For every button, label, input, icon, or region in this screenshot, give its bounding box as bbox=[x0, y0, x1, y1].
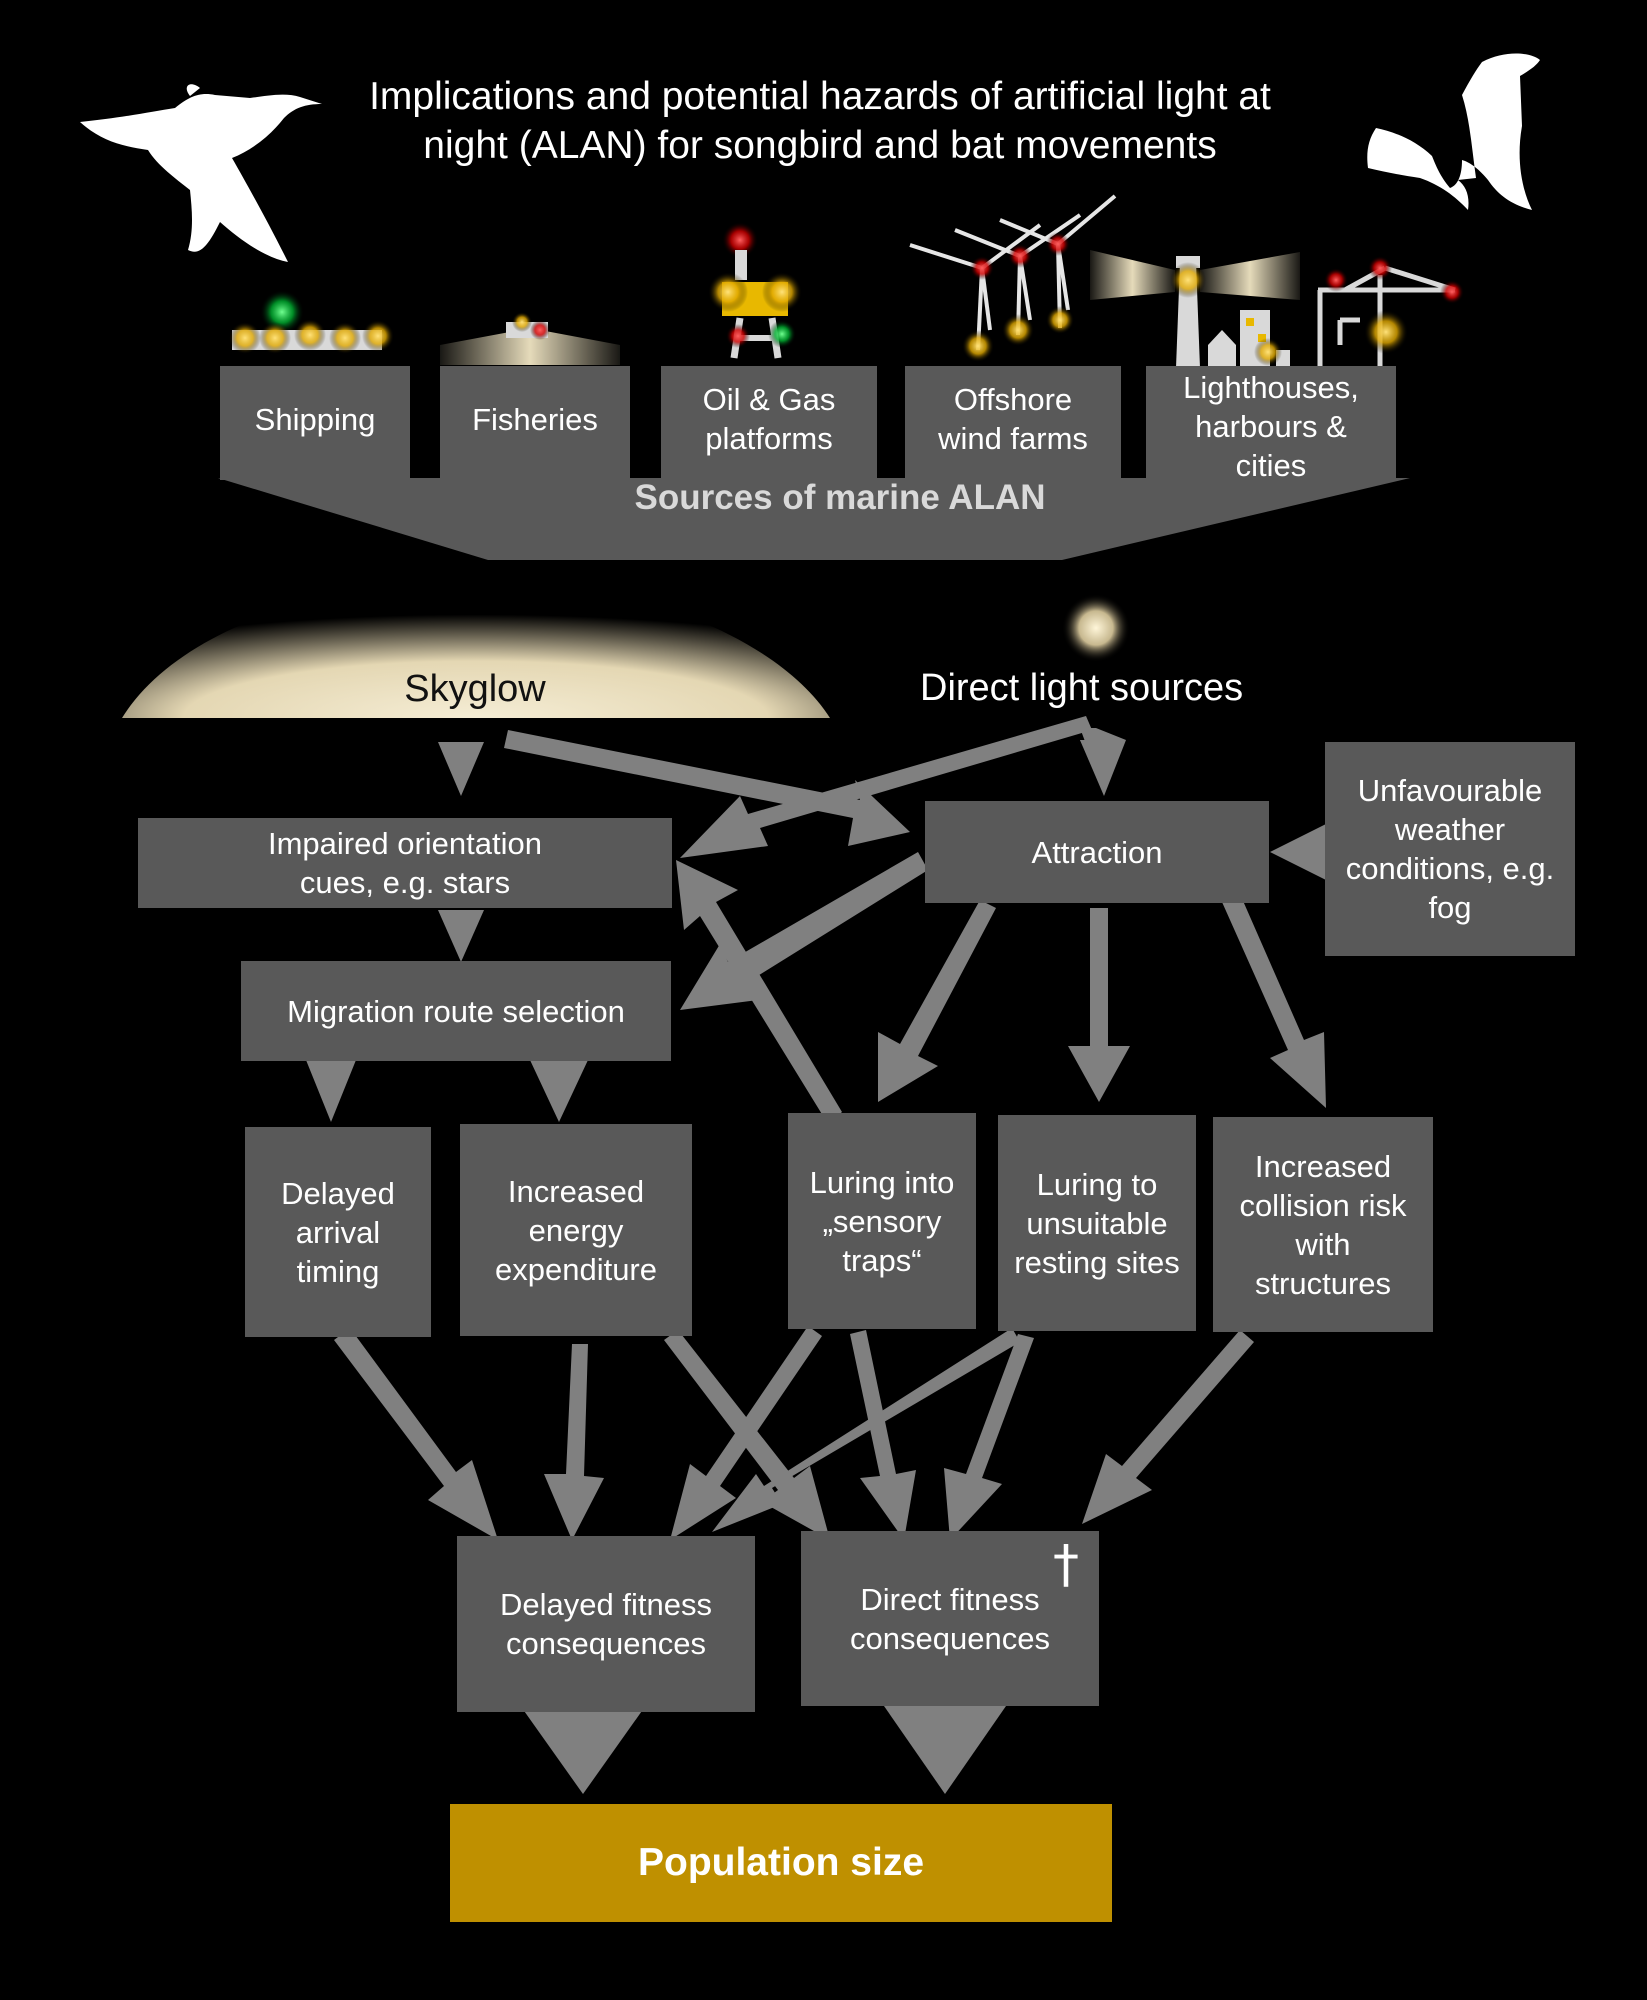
title-line-2: night (ALAN) for songbird and bat moveme… bbox=[423, 124, 1217, 167]
sensory-traps-box: Luring into „sensory traps“ bbox=[788, 1113, 976, 1329]
source-fisheries: Fisheries bbox=[440, 366, 630, 480]
fishing-boat-icon bbox=[440, 312, 620, 365]
arrow-arrival-fitness bbox=[334, 1328, 498, 1540]
source-oil-gas: Oil & Gas platforms bbox=[661, 366, 877, 480]
source-wind-farms: Offshore wind farms bbox=[905, 366, 1121, 480]
direct-light-glow bbox=[1062, 594, 1130, 662]
title-line-1: Implications and potential hazards of ar… bbox=[369, 75, 1271, 118]
delayed-fitness-box: Delayed fitness consequences bbox=[457, 1536, 755, 1712]
source-lighthouses: Lighthouses, harbours & cities bbox=[1146, 366, 1396, 478]
source-shipping: Shipping bbox=[220, 366, 410, 480]
impaired-orientation-box: Impaired orientation cues, e.g. stars bbox=[138, 818, 672, 908]
direct-light-label: Direct light sources bbox=[920, 667, 1244, 709]
arrow-skyglow-attraction bbox=[504, 730, 910, 846]
attraction-box: Attraction bbox=[925, 801, 1269, 903]
resting-sites-box: Luring to unsuitable resting sites bbox=[998, 1115, 1196, 1331]
arrow-direct-population bbox=[884, 1706, 1006, 1794]
arrow-delayed-population bbox=[522, 1708, 644, 1794]
sources-chevron bbox=[218, 478, 1410, 560]
delayed-arrival-box: Delayed arrival timing bbox=[245, 1127, 431, 1337]
arrow-skyglow-impaired bbox=[438, 742, 484, 796]
arrow-attraction-collision bbox=[1222, 894, 1326, 1108]
oil-platform-icon bbox=[708, 222, 802, 359]
weather-box: Unfavourable weather conditions, e.g. fo… bbox=[1325, 742, 1575, 956]
skyglow-label: Skyglow bbox=[404, 668, 546, 710]
arrow-sensory-impaired bbox=[676, 860, 842, 1124]
collision-risk-box: Increased collision risk with structures bbox=[1213, 1117, 1433, 1332]
ship-icon bbox=[229, 290, 394, 354]
energy-expenditure-box: Increased energy expenditure bbox=[460, 1124, 692, 1336]
arrow-impaired-migration bbox=[438, 910, 484, 962]
arrow-weather-attraction bbox=[1270, 824, 1326, 880]
direct-fitness-box: Direct fitness consequences bbox=[801, 1531, 1099, 1706]
skyglow-dome bbox=[122, 580, 830, 718]
arrow-sensory-delayed bbox=[670, 1326, 822, 1540]
arrow-direct-attraction bbox=[1080, 728, 1126, 795]
arrow-resting-direct bbox=[944, 1334, 1034, 1540]
arrow-direct-attraction-head bbox=[1080, 740, 1126, 796]
bird-silhouette-icon bbox=[80, 84, 322, 262]
migration-route-box: Migration route selection bbox=[241, 961, 671, 1061]
wind-turbines-icon bbox=[909, 194, 1117, 362]
lighthouse-harbour-icon bbox=[1090, 250, 1464, 368]
arrow-collision-direct bbox=[1082, 1330, 1254, 1524]
arrow-direct-impaired bbox=[680, 716, 1092, 858]
arrow-migration-energy bbox=[530, 1060, 588, 1122]
cross-icon: † bbox=[1053, 1535, 1079, 1595]
diagram-title: Implications and potential hazards of ar… bbox=[320, 72, 1320, 170]
diagram-arrows bbox=[306, 716, 1326, 1794]
arrow-attraction-sensory bbox=[878, 900, 996, 1102]
population-size-box: Population size bbox=[450, 1804, 1112, 1922]
arrow-sensory-direct bbox=[850, 1330, 916, 1540]
arrow-attraction-resting bbox=[1068, 908, 1130, 1102]
bat-silhouette-icon bbox=[1367, 53, 1540, 210]
sources-label: Sources of marine ALAN bbox=[634, 478, 1046, 517]
arrow-migration-delayed bbox=[306, 1060, 356, 1122]
arrow-energy-delayed bbox=[544, 1344, 604, 1540]
arrow-resting-delayed bbox=[712, 1328, 1020, 1532]
